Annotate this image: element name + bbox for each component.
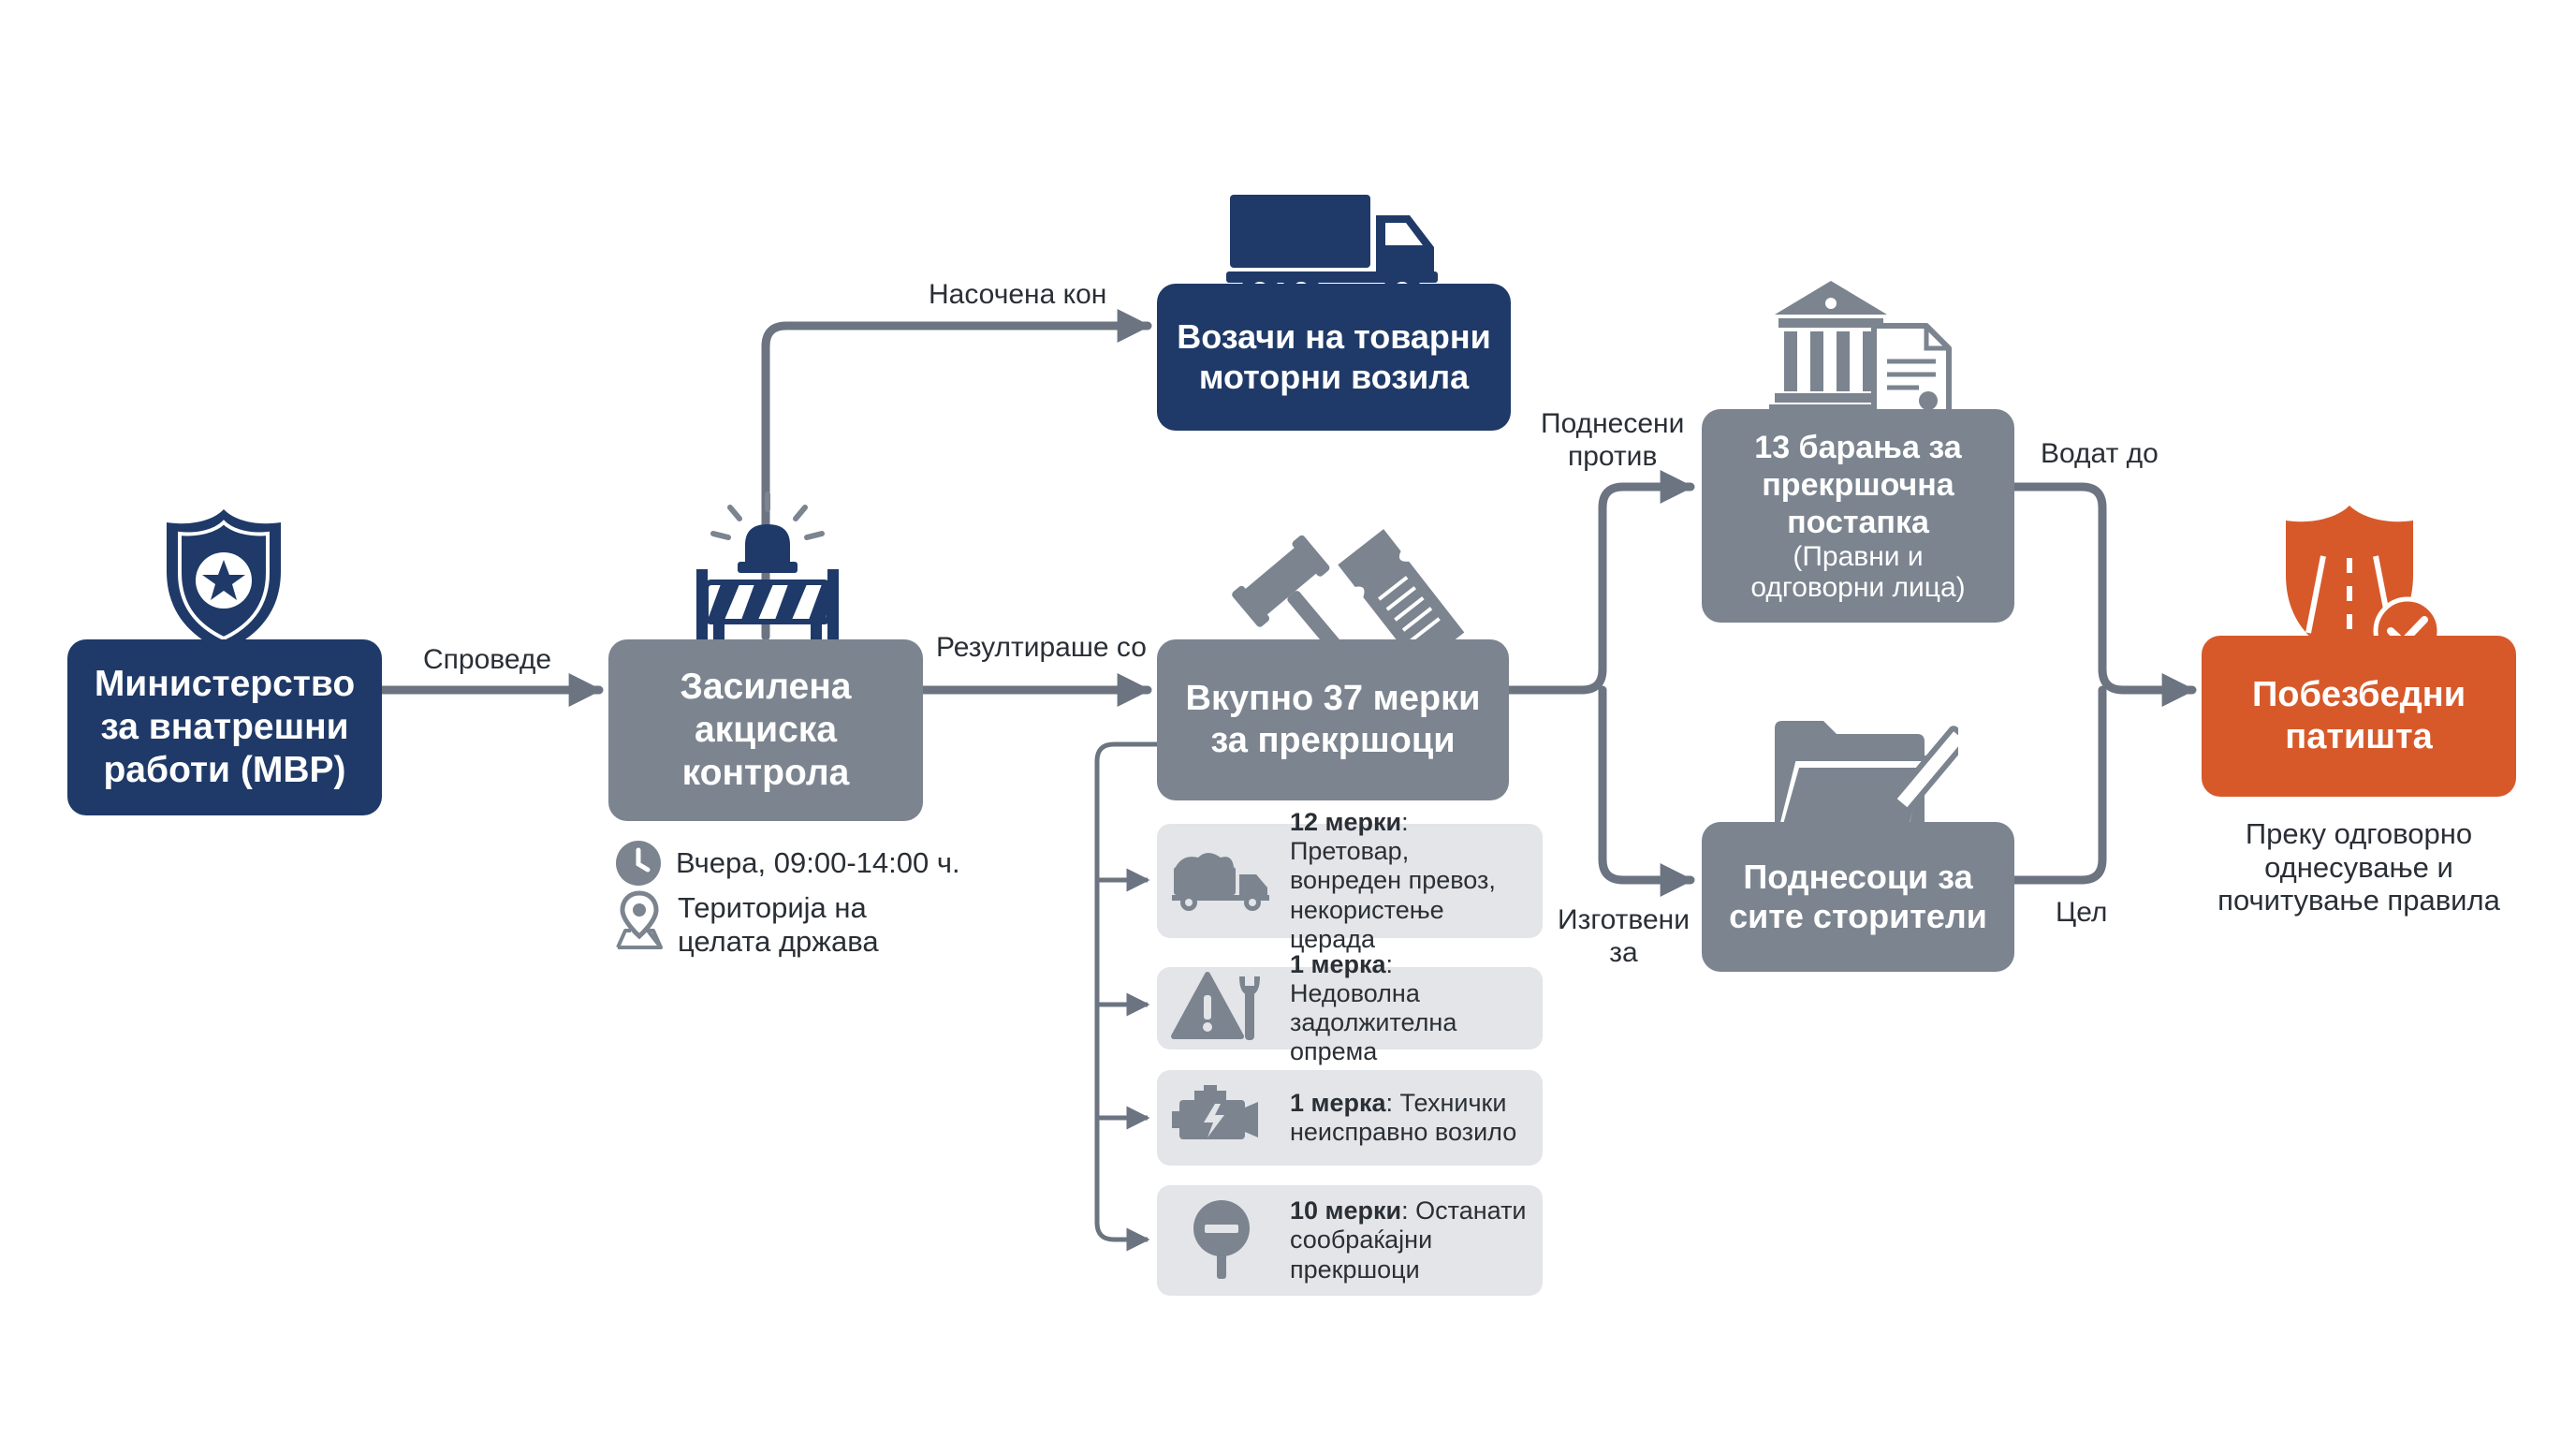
ministry-label: Министерство за внатрешни работи (МВР) <box>94 663 356 790</box>
measure-text-2: 1 мерка: Недоволна задолжителна опрема <box>1290 949 1457 1066</box>
drivers-label: Возачи на товарни моторни возила <box>1177 317 1491 396</box>
engine-icon <box>1170 1083 1271 1153</box>
reports-label: Поднесоци за сите сторители <box>1729 857 1987 935</box>
edge-requests-safer <box>2010 482 2197 707</box>
siren-barrier-icon <box>693 487 842 655</box>
truck-icon <box>1170 846 1271 917</box>
safer-roads-node: Побезбедни патишта <box>2202 636 2516 797</box>
measures-branch-trunk <box>1094 741 1159 1223</box>
measure-count-2: 1 мерка <box>1290 949 1386 978</box>
control-time-text: Вчера, 09:00-14:00 ч. <box>676 846 960 879</box>
edge-label-lead-to: Водат до <box>2041 438 2159 469</box>
measure-card-3: 1 мерка: Технички неисправно возило <box>1157 1070 1543 1166</box>
measure-text-3: 1 мерка: Технички неисправно возило <box>1290 1088 1517 1146</box>
edge-label-filed-against: Поднесени против <box>1541 408 1685 472</box>
requests-node: 13 барања за прекршочна постапка (Правни… <box>1702 409 2014 623</box>
safer-roads-label: Побезбедни патишта <box>2251 675 2466 756</box>
folder-pen-icon <box>1771 713 1969 841</box>
measure-desc-2: Недоволна задолжителна опрема <box>1290 978 1457 1066</box>
edge-label-prepared-for: Изготвени за <box>1558 904 1690 968</box>
reports-node: Поднесоци за сите сторители <box>1702 822 2014 972</box>
safer-roads-footnote: Преку одговорно однесување и почитување … <box>2217 817 2500 917</box>
measure-desc-3: Технички неисправно возило <box>1290 1088 1517 1146</box>
control-node: Засилена акциска контрола <box>608 639 923 821</box>
courthouse-document-icon <box>1769 277 1956 420</box>
control-label: Засилена акциска контрола <box>680 666 852 793</box>
control-territory: Територија на целата држава <box>614 889 879 959</box>
edge-control-drivers <box>761 309 1152 641</box>
measure-desc-1: Претовар, вонреден превоз, некористење ц… <box>1290 837 1496 953</box>
edge-reports-safer <box>2010 685 2107 885</box>
police-badge-icon <box>157 506 290 655</box>
edge-label-conducts: Спроведе <box>423 644 552 675</box>
ministry-node: Министерство за внатрешни работи (МВР) <box>67 639 382 815</box>
clock-icon <box>614 839 663 895</box>
measure-card-4: 10 мерки: Останати сообраќајни прекршоци <box>1157 1185 1543 1296</box>
measure-count-3: 1 мерка <box>1290 1088 1386 1117</box>
edge-label-goal: Цел <box>2056 897 2108 928</box>
measures-branch-4 <box>1094 1222 1150 1252</box>
measure-text-4: 10 мерки: Останати сообраќајни прекршоци <box>1290 1196 1527 1284</box>
warning-wrench-icon <box>1170 971 1271 1047</box>
edge-label-targeted: Насочена кон <box>929 279 1107 310</box>
measure-count-4: 10 мерки <box>1290 1196 1402 1225</box>
edge-total-requests <box>1504 470 1695 695</box>
measure-card-2: 1 мерка: Недоволна задолжителна опрема <box>1157 950 1543 1065</box>
measure-count-1: 12 мерки <box>1290 808 1402 837</box>
measure-card-1: 12 мерки: Претовар, вонреден превоз, нек… <box>1157 808 1543 953</box>
edge-total-reports <box>1598 685 1695 897</box>
map-pin-icon <box>614 889 665 959</box>
measure-text-1: 12 мерки: Претовар, вонреден превоз, нек… <box>1290 808 1496 953</box>
requests-sublabel: (Правни и одговорни лица) <box>1750 541 1966 604</box>
control-time: Вчера, 09:00-14:00 ч. <box>614 839 960 895</box>
edge-label-results: Резултираше со <box>936 632 1147 663</box>
total-label: Вкупно 37 мерки за прекршоци <box>1185 679 1481 760</box>
requests-label: 13 барања за прекршочна постапка <box>1754 429 1962 541</box>
drivers-node: Возачи на товарни моторни возила <box>1157 284 1511 431</box>
total-node: Вкупно 37 мерки за прекршоци <box>1157 639 1509 800</box>
measure-desc-4: Останати сообраќајни прекршоци <box>1290 1196 1527 1284</box>
control-territory-text: Територија на целата држава <box>678 891 879 958</box>
no-entry-sign-icon <box>1170 1196 1271 1285</box>
